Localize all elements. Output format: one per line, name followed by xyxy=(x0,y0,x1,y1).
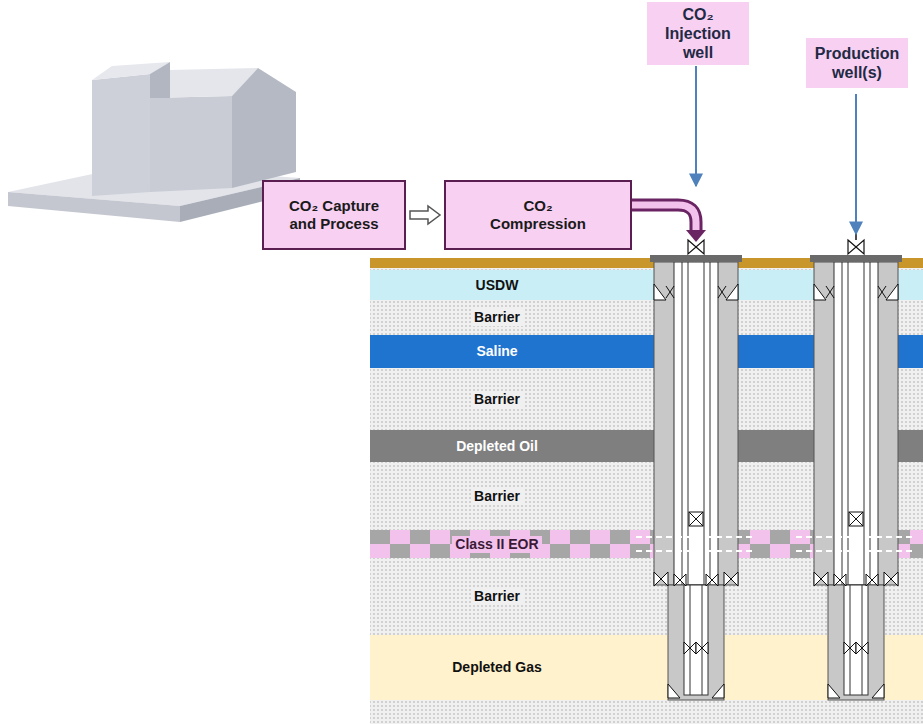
illustration-part xyxy=(631,205,696,232)
process-box: CO₂ Capture and Process xyxy=(262,180,406,250)
flow-arrow xyxy=(410,206,440,224)
illustration-part xyxy=(8,192,180,222)
text-block: Barrier xyxy=(471,309,523,326)
stratum-band: Barrier xyxy=(370,368,645,430)
stratum-band: Barrier xyxy=(370,462,645,530)
stratum-band: Class II EOR xyxy=(370,530,645,558)
co2-pipe xyxy=(631,205,706,242)
illustration-part xyxy=(150,96,232,192)
stratum-label: Saline xyxy=(473,343,520,360)
pointer-arrow xyxy=(695,66,697,186)
illustration-part xyxy=(770,530,790,544)
illustration-part xyxy=(370,530,390,544)
stratum-label: USDW xyxy=(473,277,522,294)
stratum-label: Barrier xyxy=(471,391,523,408)
plant-building xyxy=(8,62,300,222)
illustration-part xyxy=(631,205,696,232)
illustration-part xyxy=(550,544,570,558)
stratum-label: Barrier xyxy=(471,588,523,605)
text-block: USDW xyxy=(473,277,522,294)
node-label: CO₂ Injection well xyxy=(651,5,745,62)
text-block: Class II EOR xyxy=(452,536,541,553)
stratum-band: Depleted Gas xyxy=(370,635,645,700)
illustration-part xyxy=(750,544,770,558)
illustration-part xyxy=(150,62,170,98)
illustration-part xyxy=(92,74,150,196)
stratum-label: Barrier xyxy=(471,309,523,326)
pointer-arrow xyxy=(855,94,857,234)
illustration-part xyxy=(232,68,296,188)
node-label: CO₂ Compression xyxy=(484,197,592,233)
text-block: Depleted Oil xyxy=(453,438,541,455)
text-block: CO₂ Injection well xyxy=(651,5,745,62)
illustration-part xyxy=(410,530,430,544)
text-block: Depleted Gas xyxy=(449,659,544,676)
process-box: CO₂ Compression xyxy=(444,180,632,250)
text-block: Barrier xyxy=(471,391,523,408)
text-block: Saline xyxy=(473,343,520,360)
stratum-label: Depleted Gas xyxy=(449,659,544,676)
production-well xyxy=(796,232,916,700)
stratum-label: Class II EOR xyxy=(452,536,541,553)
stratum-label: Depleted Oil xyxy=(453,438,541,455)
illustration-part xyxy=(570,530,590,544)
stratum-band: Barrier xyxy=(370,300,645,335)
well-label: Production well(s) xyxy=(806,38,908,88)
text-block: CO₂ Capture and Process xyxy=(276,197,392,233)
stratum-band: USDW xyxy=(370,270,645,300)
stratum-band: Saline xyxy=(370,335,645,368)
stratum-label: Barrier xyxy=(471,488,523,505)
illustration-part xyxy=(610,530,630,544)
text-block: Production well(s) xyxy=(810,44,904,82)
illustration-part xyxy=(590,544,610,558)
text-block: Barrier xyxy=(471,588,523,605)
text-block: Barrier xyxy=(471,488,523,505)
illustration-part xyxy=(430,544,450,558)
illustration-part xyxy=(686,230,706,242)
illustration-part xyxy=(390,544,410,558)
well-label: CO₂ Injection well xyxy=(647,2,749,65)
stratum-band: Depleted Oil xyxy=(370,430,645,462)
stratum-band: Barrier xyxy=(370,558,645,635)
injection-well xyxy=(636,232,756,700)
node-label: Production well(s) xyxy=(810,44,904,82)
node-label: CO₂ Capture and Process xyxy=(276,197,392,233)
text-block: CO₂ Compression xyxy=(484,197,592,233)
